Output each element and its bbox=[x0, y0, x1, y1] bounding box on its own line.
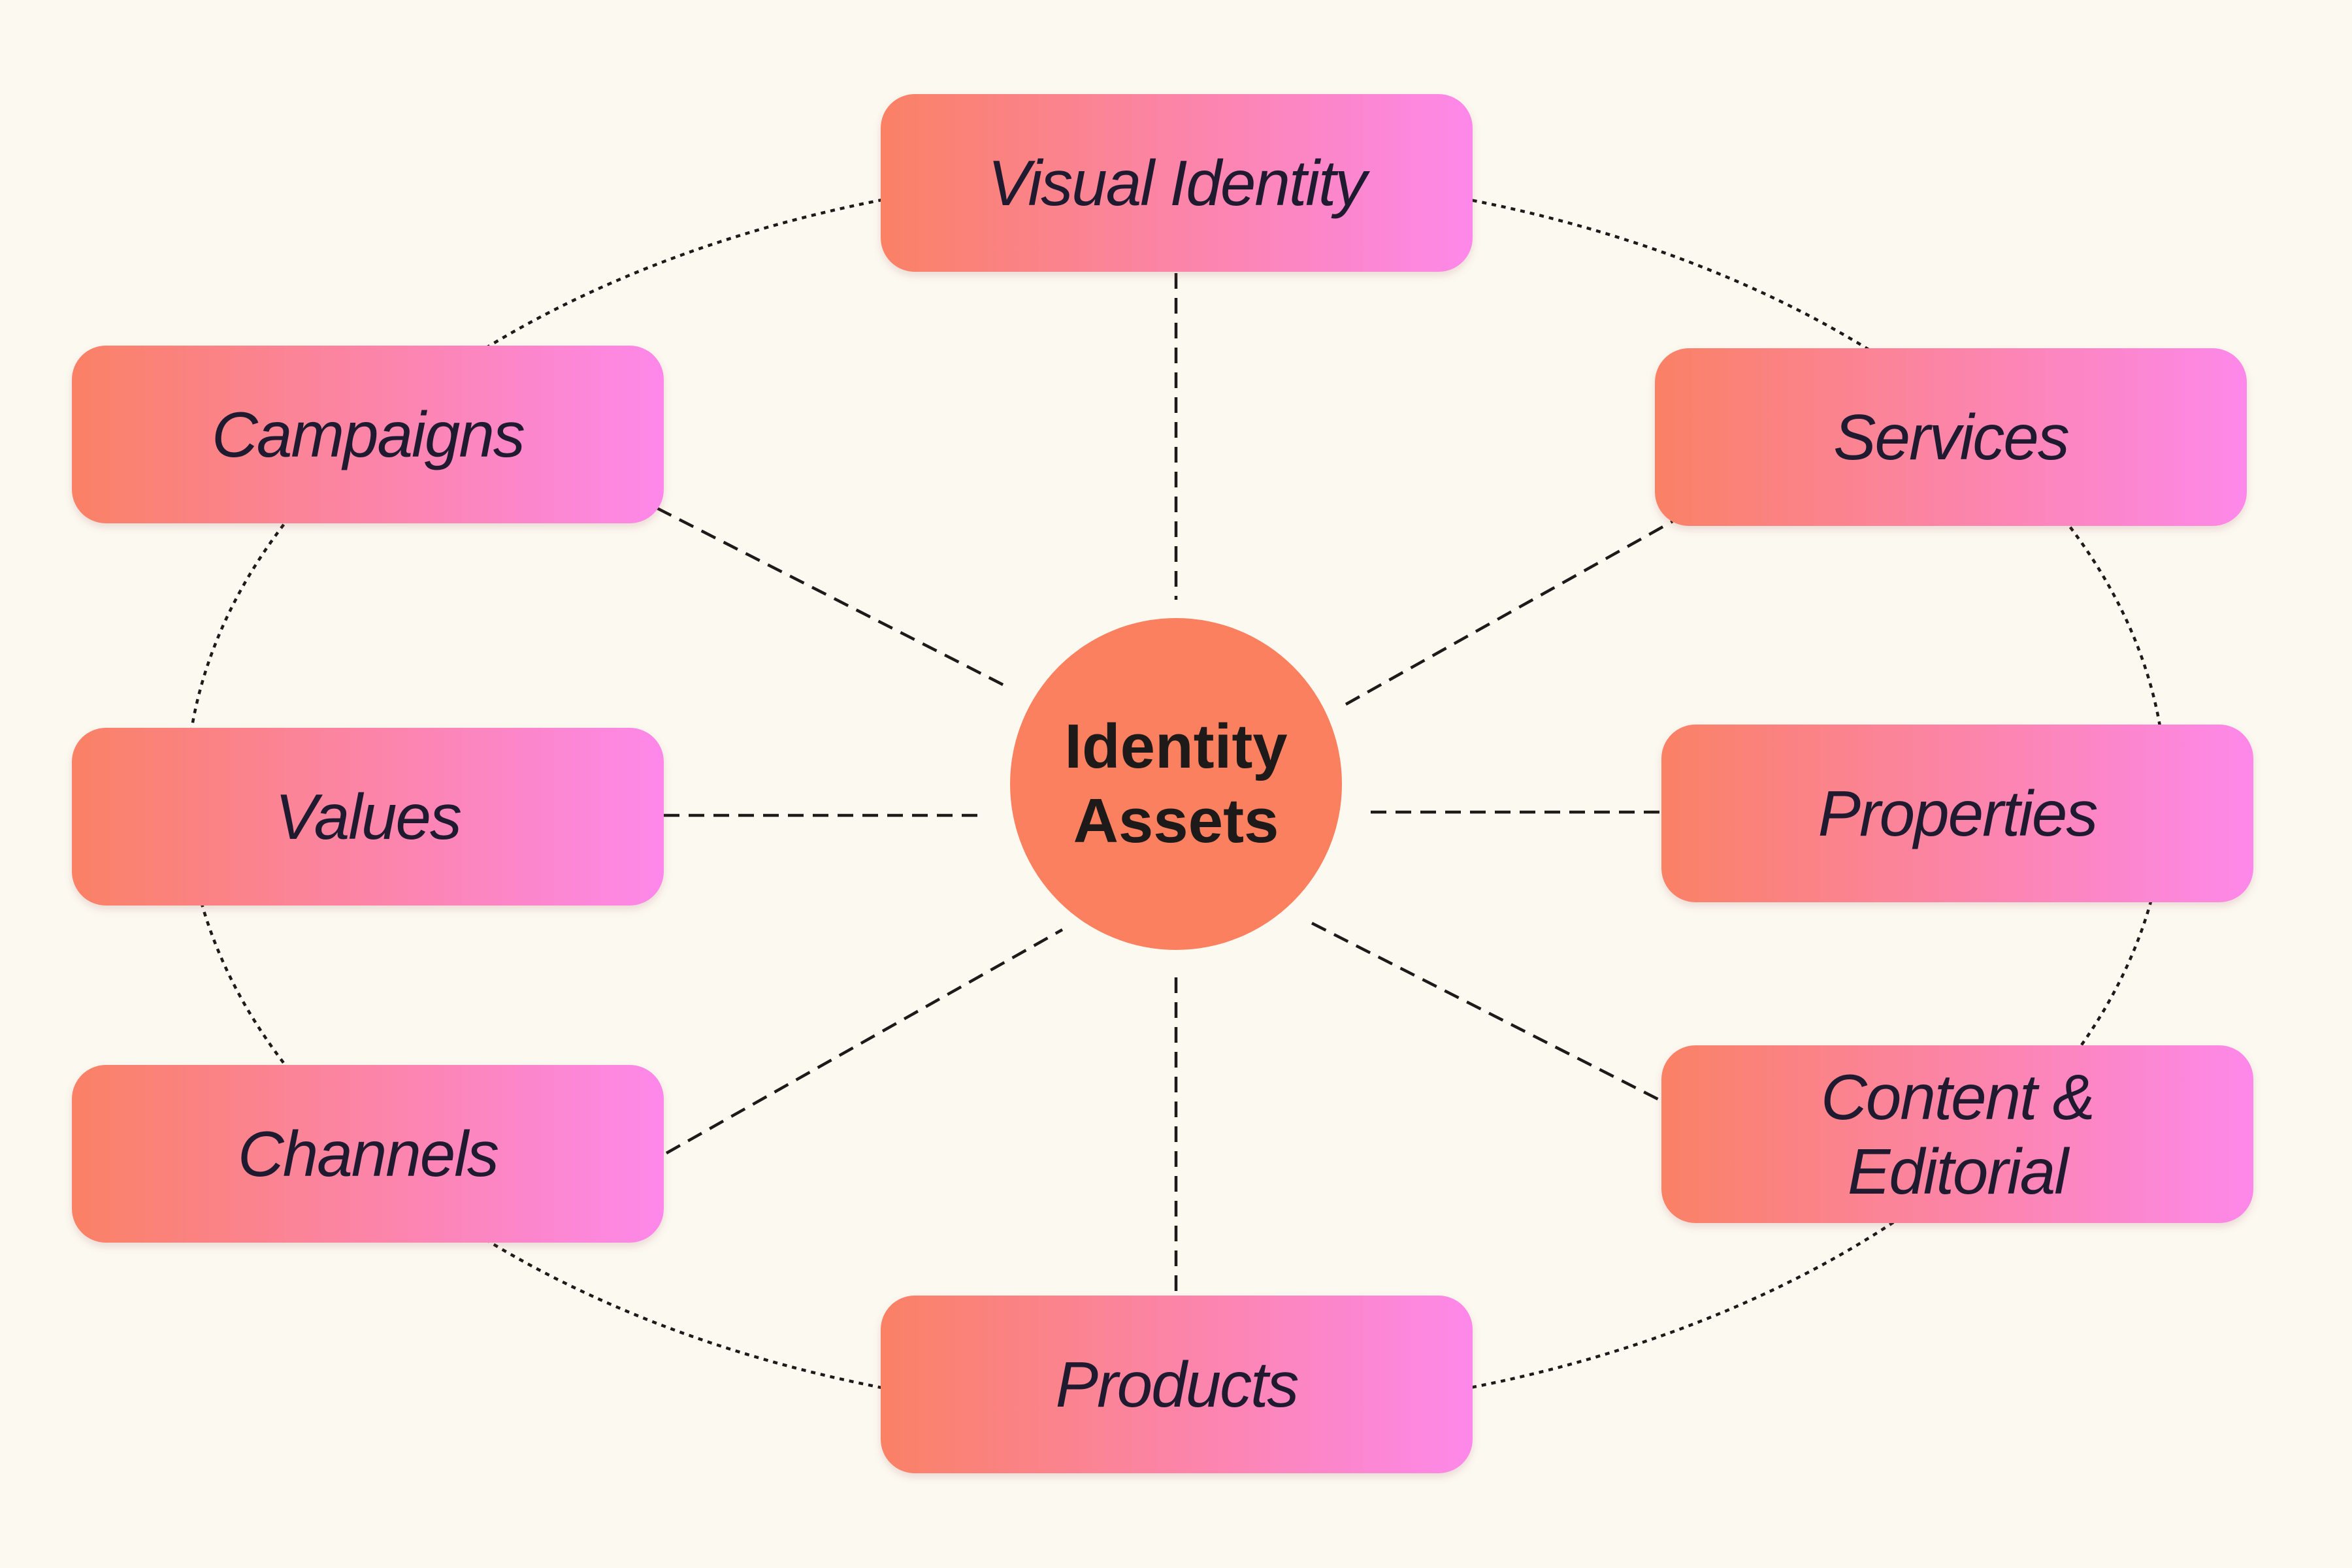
spokes bbox=[656, 273, 1674, 1295]
node-properties[interactable]: Properties bbox=[1661, 725, 2253, 902]
node-content-editorial-label: Content & Editorial bbox=[1821, 1061, 2095, 1207]
node-visual-identity-label: Visual Identity bbox=[987, 147, 1367, 219]
node-content-editorial[interactable]: Content & Editorial bbox=[1661, 1045, 2253, 1223]
hub-identity-assets[interactable]: Identity Assets bbox=[1010, 618, 1342, 950]
node-visual-identity[interactable]: Visual Identity bbox=[881, 94, 1473, 272]
node-services[interactable]: Services bbox=[1655, 348, 2247, 526]
node-channels[interactable]: Channels bbox=[72, 1065, 664, 1243]
node-campaigns-label: Campaigns bbox=[212, 399, 525, 470]
hub-label: Identity Assets bbox=[1064, 711, 1288, 856]
node-properties-label: Properties bbox=[1818, 777, 2099, 849]
node-campaigns[interactable]: Campaigns bbox=[72, 346, 664, 523]
node-services-label: Services bbox=[1833, 401, 2070, 473]
node-products-label: Products bbox=[1055, 1348, 1299, 1420]
spoke-campaigns bbox=[656, 506, 1009, 689]
node-channels-label: Channels bbox=[237, 1118, 499, 1190]
spoke-channels bbox=[665, 928, 1064, 1154]
node-values-label: Values bbox=[274, 781, 462, 853]
spoke-services bbox=[1345, 520, 1674, 706]
node-values[interactable]: Values bbox=[72, 728, 664, 906]
node-products[interactable]: Products bbox=[881, 1296, 1473, 1473]
spoke-content-editorial bbox=[1311, 921, 1663, 1103]
